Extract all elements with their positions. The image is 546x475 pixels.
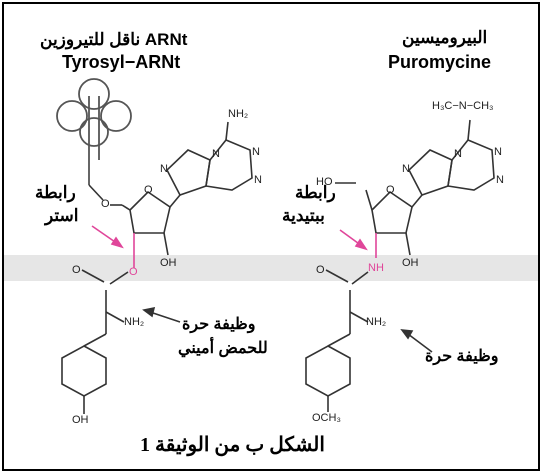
figure-frame [2, 2, 540, 471]
left-amino-arrow [149, 311, 181, 323]
figure-caption: الشكل ب من الوثيقة 1 [140, 434, 325, 456]
right-bond-label-1: رابطة [295, 183, 336, 202]
left-atom-n3: N [252, 146, 260, 158]
right-atom-o-carbonyl: O [316, 264, 325, 276]
right-amino-arrow [407, 333, 433, 353]
left-link-bond [88, 184, 104, 201]
left-atom-nh2-top: NH₂ [228, 108, 249, 120]
right-phenyl-ring [305, 345, 351, 397]
right-purine-five [408, 149, 453, 196]
right-atom-oh: OH [402, 257, 419, 269]
right-atom-n1: N [402, 163, 410, 175]
highlight-band [4, 255, 538, 281]
right-bond-label-2: ببتيدية [282, 206, 325, 225]
left-phenyl-ring [61, 345, 107, 397]
left-title-arabic: ARNt ناقل للتيروزين [40, 30, 188, 49]
left-bond-label-1: رابطة [35, 183, 76, 202]
left-atom-n2: N [212, 148, 220, 160]
right-ribose-ring [371, 190, 413, 234]
right-atom-nh: NH [368, 262, 384, 274]
right-atom-nme2: H₃C−N−CH₃ [432, 100, 494, 112]
left-atom-oh: OH [160, 257, 177, 269]
left-ribose-ring [129, 190, 171, 234]
left-title-latin: Tyrosyl−ARNt [62, 52, 181, 72]
left-atom-o-ester: O [129, 266, 138, 278]
left-atom-o-carbonyl: O [72, 264, 81, 276]
left-atom-o-ring: O [144, 184, 153, 196]
right-atom-n4: N [496, 174, 504, 186]
right-function-label: وظيفة حرة [425, 348, 499, 365]
left-atom-n1: N [160, 163, 168, 175]
left-function-label-1: وظيفة حرة [182, 316, 256, 333]
right-atom-o-ring: O [386, 184, 395, 196]
right-atom-nh2-amino: NH₂ [366, 316, 387, 328]
left-bond-label-2: استر [45, 206, 79, 225]
left-atom-oh-phenol: OH [72, 414, 89, 426]
right-title-latin: Puromycine [388, 52, 492, 72]
right-atom-och3: OCH₃ [312, 412, 341, 424]
left-purine-five [166, 149, 211, 196]
left-atom-n4: N [254, 174, 262, 186]
left-function-label-2: للحمض أميني [178, 340, 268, 357]
left-atom-o-link: O [101, 198, 110, 210]
right-atom-ho: HO [316, 176, 333, 188]
trna-cloverleaf-icon [56, 78, 132, 185]
right-atom-n2: N [454, 148, 462, 160]
right-title-arabic: البيروميسين [402, 28, 488, 47]
left-atom-nh2-amino: NH₂ [124, 316, 145, 328]
right-atom-n3: N [494, 146, 502, 158]
